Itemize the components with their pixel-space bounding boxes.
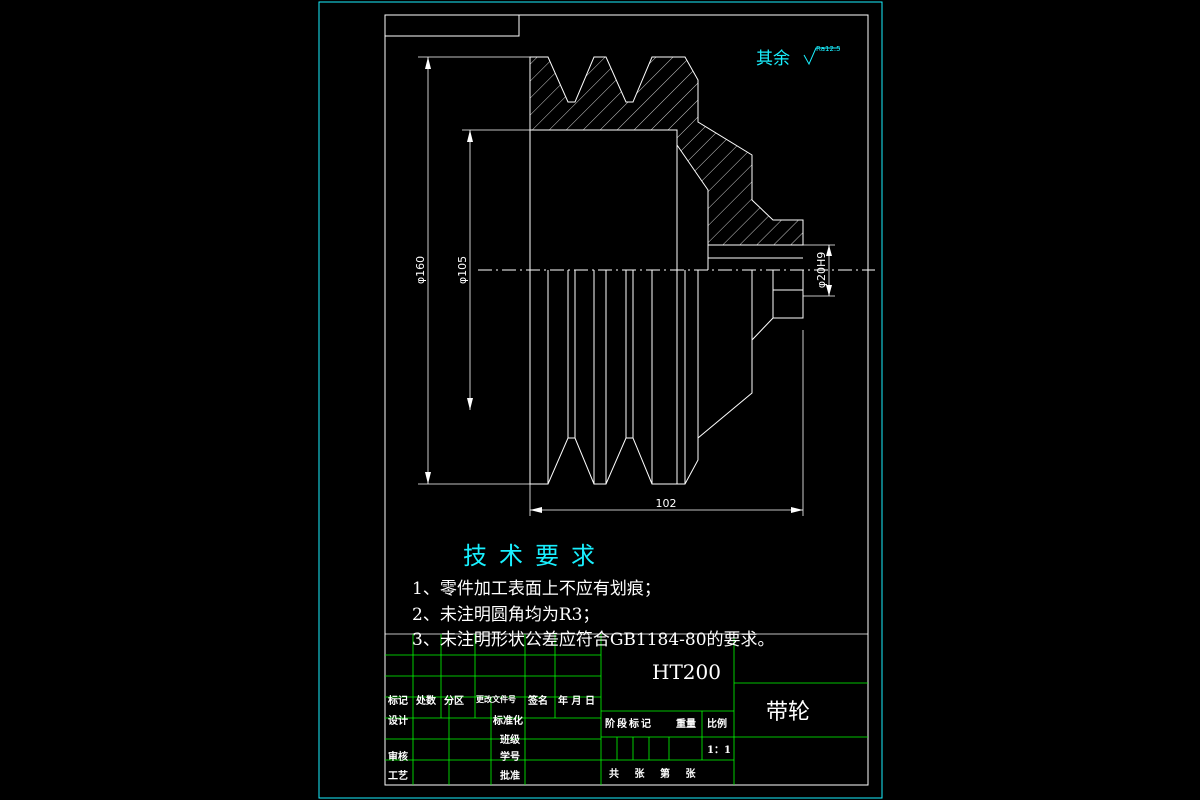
material: HT200 [652,660,721,684]
section-view [529,56,804,270]
outer-frame [318,1,883,799]
tb-design-label: 设计 [388,716,408,727]
exterior-view [529,270,804,485]
dim-total-width: 102 [656,497,677,510]
tb-standardize-label: 标准化 [493,716,523,727]
tb-change-doc-label: 更改文件号 [476,694,516,704]
scale-value: 1：1 [707,745,731,756]
tb-stage-mark-label: 阶段标记 [605,719,653,730]
tb-zone-label: 分区 [444,696,464,707]
tb-mark-label: 标记 [388,696,408,707]
tech-requirements-title: 技术要求 [463,542,607,570]
inner-frame [384,14,869,786]
tech-requirement-item: 1、零件加工表面上不应有划痕； [412,579,661,599]
roughness-symbol-icon [803,47,840,66]
tb-signature-label: 签名 [528,696,548,707]
pulley-outline-lower [529,270,804,485]
part-name: 带轮 [766,700,811,725]
tb-scale-label: 比例 [707,719,727,730]
dim-hole-fit: φ20H9 [815,252,828,289]
hatched-section [529,56,804,246]
tb-weight-label: 重量 [676,719,696,730]
dimension-arrows [425,57,832,513]
tb-class-label: 班级 [500,735,520,746]
tb-process-label: 工艺 [388,771,408,782]
code-box [384,14,520,37]
tb-audit-label: 审核 [388,752,408,763]
dim-outer-diameter: φ160 [414,256,427,284]
tb-approve-label: 批准 [500,771,520,782]
tb-count-label: 处数 [416,696,436,707]
tb-student-no-label: 学号 [500,752,520,763]
tb-date-label: 年 月 日 [558,696,595,707]
tb-sheets-label: 共 张 第 张 [609,769,702,780]
dim-bore-diameter: φ105 [456,256,469,284]
title-block-grid [385,633,868,785]
tech-requirement-item: 2、未注明圆角均为R3； [412,605,600,625]
roughness-label: 其余 [756,49,790,69]
tech-requirement-item: 3、未注明形状公差应符合GB1184-80的要求。 [412,630,775,650]
roughness-value: Ra12.5 [816,45,841,53]
